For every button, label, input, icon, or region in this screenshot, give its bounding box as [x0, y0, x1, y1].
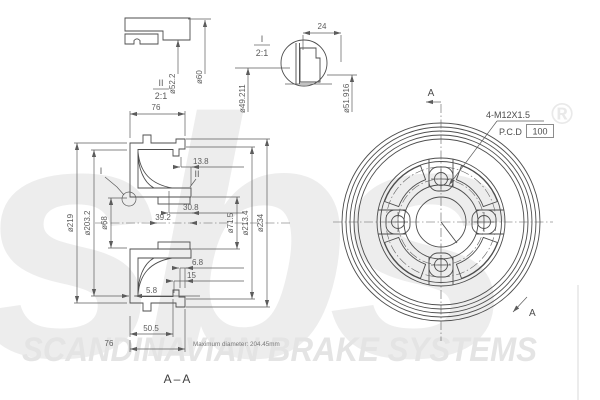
bearing-seat-bottom — [157, 241, 191, 250]
detail-i-marker: I — [261, 34, 264, 44]
dim-dia-71-5: ø71.5 — [226, 212, 235, 233]
section-title: A–A — [164, 372, 193, 386]
dim-dia-234: ø234 — [256, 213, 265, 232]
detail-i-callout-circle — [121, 191, 137, 207]
section-marker-ii: II — [194, 169, 199, 179]
detail-ii-upper-section — [124, 17, 191, 41]
detail-view-ii: ø52.2 ø60 II 2:1 — [124, 17, 211, 101]
dim-dia-203-2: ø203.2 — [83, 210, 92, 235]
company-name-watermark: SCANDINAVIAN BRAKE SYSTEMS — [22, 331, 537, 369]
dim-6-8: 6.8 — [192, 258, 204, 267]
dim-30-8: 30.8 — [183, 203, 199, 212]
section-view: 76 ø219 ø203.2 ø68 ø71.5 ø213.4 — [66, 103, 290, 352]
detail-ii-lower-section — [124, 33, 159, 45]
section-cut-shapes — [121, 134, 192, 312]
marker-i-leader — [104, 176, 125, 196]
detail-ii-scale: 2:1 — [155, 91, 168, 101]
pcd-value: 100 — [532, 127, 547, 137]
dim-width-top: 76 — [152, 103, 161, 112]
detail-i-circle — [280, 39, 328, 87]
max-diameter-note: Maximum diameter: 204.45mm — [193, 341, 280, 348]
pcd-label: P.C.D — [499, 127, 522, 137]
dim-50-5: 50.5 — [143, 324, 159, 333]
section-arrow-label-top: A — [428, 88, 435, 99]
dim-24: 24 — [318, 22, 327, 31]
drum-section-bottom — [129, 248, 192, 312]
dim-dia-51-916: ø51.916 — [342, 83, 351, 113]
registered-trademark-icon: ® — [551, 98, 573, 131]
detail-i-hub-section — [299, 47, 321, 83]
section-dimensions: 76 ø219 ø203.2 ø68 ø71.5 ø213.4 — [66, 103, 270, 352]
detail-view-i: I 2:1 24 ø49.211 ø51.916 — [235, 22, 357, 113]
dim-5-8: 5.8 — [146, 286, 158, 295]
section-arrow-label-bottom: A — [529, 308, 536, 319]
detail-ii-marker: II — [158, 78, 163, 88]
dim-dia-49-211: ø49.211 — [238, 84, 247, 113]
dim-15: 15 — [187, 271, 196, 280]
front-callouts: 4-M12X1.5 P.C.D 100 A A — [426, 88, 554, 319]
dim-39-2: 39.2 — [155, 213, 171, 222]
dim-dia-213-4: ø213.4 — [241, 210, 250, 235]
drum-section-top — [129, 134, 192, 198]
web-section-top — [137, 151, 173, 189]
dim-dia-68: ø68 — [100, 216, 109, 230]
section-arrow-bottom — [512, 296, 528, 313]
dim-dia-52-2: ø52.2 — [168, 73, 177, 94]
bearing-seat-top — [157, 196, 191, 205]
web-section-bottom — [137, 257, 173, 295]
pcd-value-box — [526, 124, 554, 138]
watermark: sbs ® SCANDINAVIAN BRAKE SYSTEMS — [0, 49, 573, 400]
section-marker-i: I — [100, 166, 103, 176]
marker-ii-leader — [189, 178, 197, 188]
spoke-windows — [384, 165, 498, 279]
front-view: 4-M12X1.5 P.C.D 100 A A — [333, 88, 554, 341]
detail-i-scale: 2:1 — [256, 48, 269, 58]
thread-spec-label: 4-M12X1.5 — [486, 110, 530, 120]
dim-dia-219: ø219 — [66, 213, 75, 232]
bore-mark-line — [440, 221, 458, 244]
dim-dia-60: ø60 — [195, 70, 204, 84]
dim-width-bottom: 76 — [105, 339, 114, 348]
dim-13-8: 13.8 — [193, 157, 209, 166]
